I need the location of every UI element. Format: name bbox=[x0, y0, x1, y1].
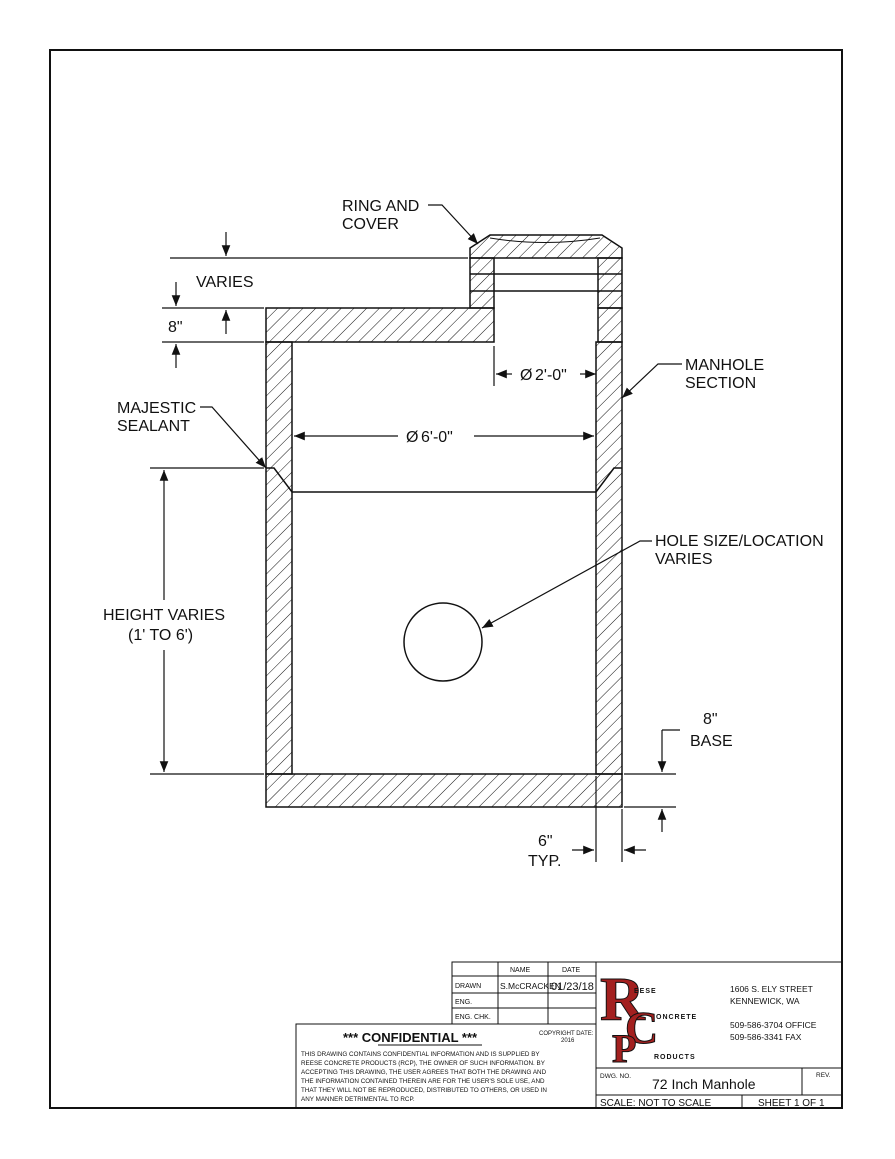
ring-cover-label-2: COVER bbox=[342, 216, 399, 233]
base-label-1: 8" bbox=[703, 711, 718, 728]
svg-text:P: P bbox=[612, 1026, 636, 1071]
ring-left bbox=[469, 257, 495, 309]
notice-line-2: REESE CONCRETE PRODUCTS (RCP), THE OWNER… bbox=[301, 1060, 546, 1067]
majestic-label-2: SEALANT bbox=[117, 418, 190, 435]
copyright-label: COPYRIGHT DATE: bbox=[539, 1031, 594, 1037]
phone-office: 509-586-3704 OFFICE bbox=[730, 1020, 817, 1030]
notice-line-6: ANY MANNER DETRIMENTAL TO RCP. bbox=[301, 1096, 415, 1103]
col-date-header: DATE bbox=[562, 967, 580, 974]
sealant-joint bbox=[266, 467, 622, 493]
logo-word-1: EESE bbox=[634, 988, 657, 995]
manhole-section-label-1: MANHOLE bbox=[685, 357, 764, 374]
base-label-2: BASE bbox=[690, 733, 733, 750]
hole-label-1: HOLE SIZE/LOCATION bbox=[655, 533, 824, 550]
copyright-year: 2016 bbox=[561, 1038, 575, 1044]
drawn-name: S.McCRACKEN bbox=[500, 981, 561, 991]
logo-word-2: ONCRETE bbox=[656, 1014, 697, 1021]
title-block bbox=[295, 961, 843, 1109]
confidential-heading: *** CONFIDENTIAL *** bbox=[343, 1030, 478, 1045]
diameter-6-symbol: Ø bbox=[406, 429, 418, 446]
address-line-2: KENNEWICK, WA bbox=[730, 996, 800, 1006]
base-slab bbox=[265, 773, 623, 808]
title-block-text: NAME DATE DRAWN S.McCRACKEN 01/23/18 ENG… bbox=[301, 966, 831, 1110]
rev-label: REV. bbox=[816, 1072, 831, 1079]
notice-line-3: ACCEPTING THIS DRAWING, THE USER AGREES … bbox=[301, 1069, 547, 1076]
varies-label: VARIES bbox=[196, 274, 254, 291]
height-label-2: (1' TO 6') bbox=[128, 627, 193, 644]
typ-label-1: 6" bbox=[538, 833, 553, 850]
manhole-section-label-2: SECTION bbox=[685, 375, 756, 392]
manhole-body bbox=[265, 234, 623, 808]
drawn-label: DRAWN bbox=[455, 983, 481, 990]
ring-cover-label-1: RING AND bbox=[342, 198, 419, 215]
notice-line-4: THE INFORMATION CONTAINED THEREIN ARE FO… bbox=[301, 1078, 545, 1085]
svg-text:R: R bbox=[600, 966, 646, 1034]
logo-word-3: RODUCTS bbox=[654, 1054, 696, 1061]
diameter-2-symbol: Ø bbox=[520, 367, 532, 384]
wall-left bbox=[265, 341, 293, 775]
diameter-2-label: 2'-0" bbox=[535, 367, 567, 384]
drawing-labels: RING AND COVER VARIES 8" Ø 2'-0" Ø 6'-0"… bbox=[103, 198, 824, 870]
dwg-title: 72 Inch Manhole bbox=[652, 1076, 756, 1092]
top-8-label: 8" bbox=[168, 319, 183, 336]
dwg-no-label: DWG. NO. bbox=[600, 1073, 631, 1080]
eng-label: ENG. bbox=[455, 999, 472, 1006]
sheet-text: SHEET 1 OF 1 bbox=[758, 1098, 825, 1109]
pipe-hole bbox=[403, 602, 483, 682]
top-slab-left bbox=[265, 307, 495, 343]
svg-text:C: C bbox=[625, 1002, 658, 1053]
ring-right bbox=[597, 257, 623, 309]
hole-label-2: VARIES bbox=[655, 551, 713, 568]
height-label-1: HEIGHT VARIES bbox=[103, 607, 225, 624]
notice-line-5: THAT THEY WILL NOT BE REPRODUCED, DISTRI… bbox=[301, 1087, 547, 1094]
address-line-1: 1606 S. ELY STREET bbox=[730, 984, 813, 994]
typ-label-2: TYP. bbox=[528, 853, 562, 870]
notice-line-1: THIS DRAWING CONTAINS CONFIDENTIAL INFOR… bbox=[301, 1051, 540, 1058]
dimensions bbox=[150, 204, 682, 862]
diameter-6-label: 6'-0" bbox=[421, 429, 453, 446]
col-name-header: NAME bbox=[510, 967, 531, 974]
rcp-logo: R C P EESE ONCRETE RODUCTS bbox=[600, 966, 697, 1072]
scale-text: SCALE: NOT TO SCALE bbox=[600, 1098, 711, 1109]
majestic-label-1: MAJESTIC bbox=[117, 400, 196, 417]
eng-chk-label: ENG. CHK. bbox=[455, 1014, 491, 1021]
top-slab-right bbox=[597, 307, 623, 343]
drawn-date: 01/23/18 bbox=[551, 981, 594, 993]
phone-fax: 509-586-3341 FAX bbox=[730, 1032, 802, 1042]
